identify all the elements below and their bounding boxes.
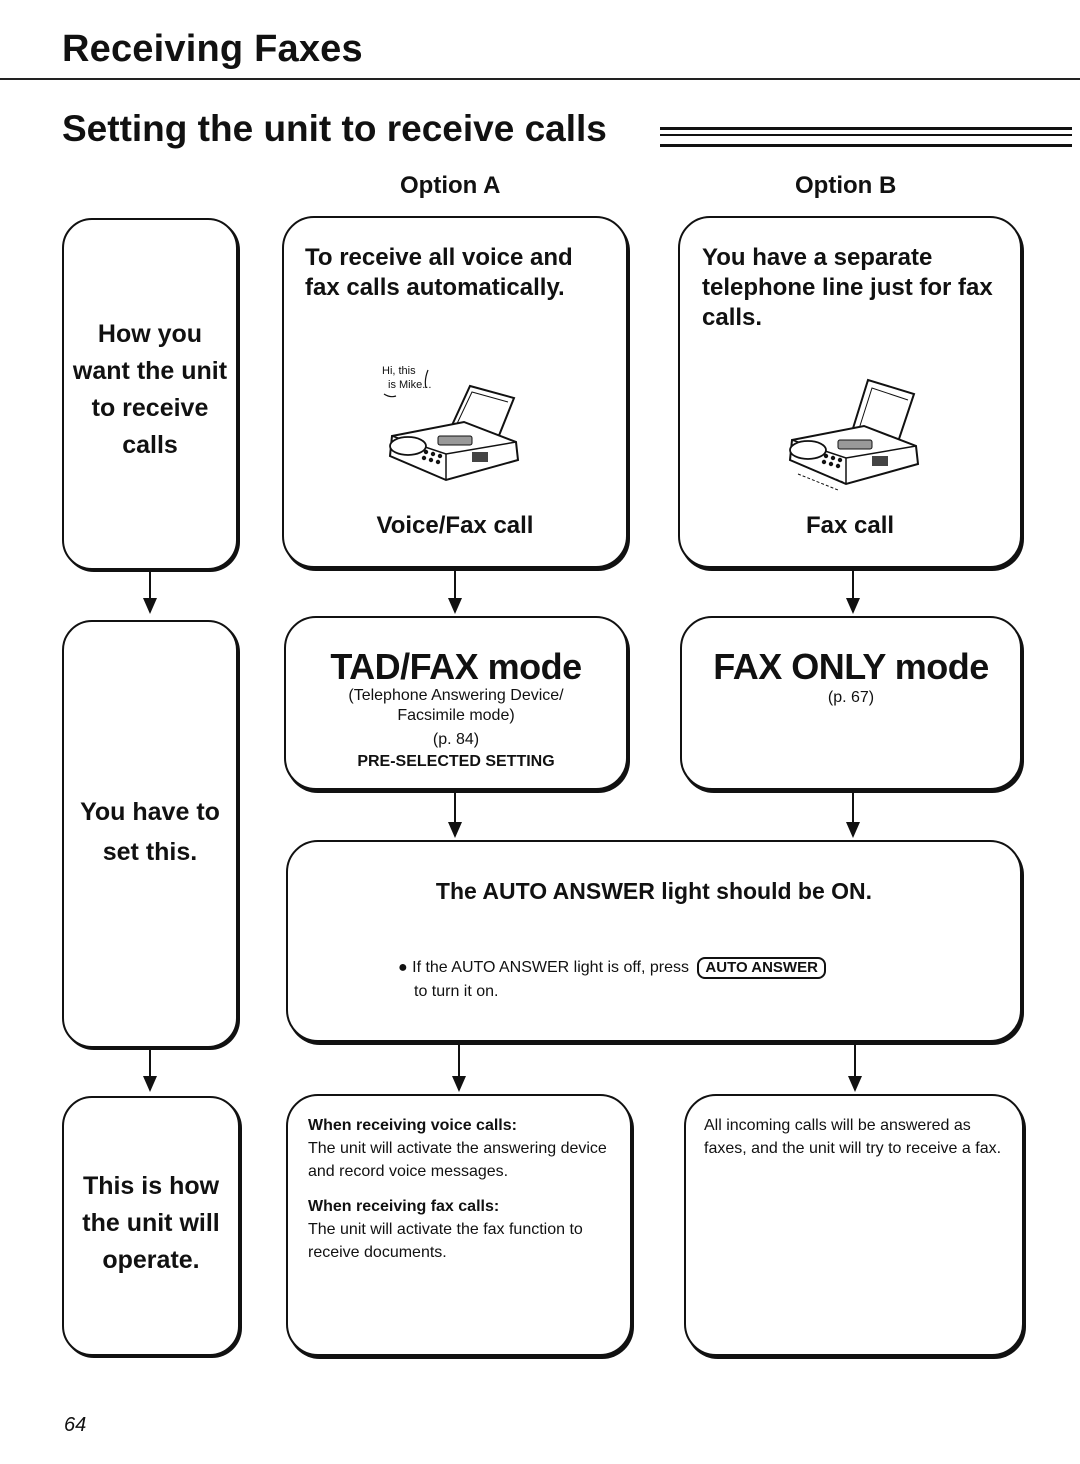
title-divider xyxy=(0,78,1080,80)
option-a-operation-text: When receiving voice calls: The unit wil… xyxy=(308,1114,620,1264)
fax-only-mode-page-ref: (p. 67) xyxy=(827,689,875,706)
auto-answer-note: ● If the AUTO ANSWER light is off, press… xyxy=(398,956,826,1004)
fax-calls-heading: When receiving fax calls: xyxy=(308,1198,500,1215)
down-arrow-icon xyxy=(846,792,860,838)
fax-machine-icon xyxy=(788,378,920,491)
label-line: set this. xyxy=(102,838,198,866)
how-you-want-box xyxy=(62,218,238,570)
fax-calls-text: The unit will activate the fax function … xyxy=(308,1221,583,1261)
option-b-description: You have a separate telephone line just … xyxy=(702,244,993,331)
auto-answer-box xyxy=(286,840,1022,1042)
down-arrow-icon xyxy=(448,792,462,838)
option-a-call-type: Voice/Fax call xyxy=(376,512,534,539)
tad-fax-mode-subtitle-2: Facsimile mode) xyxy=(397,707,515,724)
voice-calls-text: The unit will activate the answering dev… xyxy=(308,1140,607,1180)
auto-answer-note-prefix: If the AUTO ANSWER light is off, press xyxy=(412,959,689,976)
down-arrow-icon xyxy=(846,570,860,614)
label-line: How you xyxy=(97,320,203,348)
section-title: Setting the unit to receive calls xyxy=(62,108,607,149)
fax-only-mode-title: FAX ONLY mode xyxy=(713,646,989,687)
fax-only-mode-box xyxy=(680,616,1022,790)
tad-fax-mode-title: TAD/FAX mode xyxy=(330,646,582,687)
down-arrow-icon xyxy=(448,570,462,614)
label-line: This is how xyxy=(82,1172,220,1200)
tad-fax-mode-subtitle-1: (Telephone Answering Device/ xyxy=(348,687,564,704)
set-this-box xyxy=(62,620,238,1048)
preselected-setting-label: PRE-SELECTED SETTING xyxy=(357,753,555,770)
option-b-operation-text: All incoming calls will be answered as f… xyxy=(704,1117,1002,1157)
label-line: to receive xyxy=(91,394,209,422)
down-arrow-icon xyxy=(143,1050,157,1092)
label-line: You have to xyxy=(80,798,220,826)
option-a-label: Option A xyxy=(400,172,501,199)
set-this-label: You have to set this. xyxy=(62,792,238,872)
bullet-icon: ● xyxy=(398,959,408,976)
option-b-box xyxy=(678,216,1022,568)
option-b-label: Option B xyxy=(795,172,897,199)
label-line: the unit will xyxy=(82,1209,220,1237)
how-you-want-label: How you want the unit to receive calls xyxy=(62,316,238,464)
tad-fax-mode-page-ref: (p. 84) xyxy=(432,731,480,748)
auto-answer-key: AUTO ANSWER xyxy=(697,957,826,979)
label-line: operate. xyxy=(102,1246,200,1274)
how-operate-box xyxy=(62,1096,240,1356)
down-arrow-icon xyxy=(143,572,157,614)
option-a-description: To receive all voice and fax calls autom… xyxy=(305,244,573,301)
option-a-operation-box xyxy=(286,1094,632,1356)
label-line: calls xyxy=(122,431,178,459)
page-number: 64 xyxy=(64,1414,87,1436)
speech-line-2: is Mike... xyxy=(388,379,431,391)
how-operate-label: This is how the unit will operate. xyxy=(62,1168,240,1279)
speech-line-1: Hi, this xyxy=(382,365,416,377)
voice-calls-heading: When receiving voice calls: xyxy=(308,1117,517,1134)
label-line: want the unit xyxy=(72,357,228,385)
section-title-rule xyxy=(660,127,1072,147)
fax-machine-icon: Hi, this is Mike... xyxy=(382,365,520,482)
option-b-call-type: Fax call xyxy=(805,512,895,539)
page-title: Receiving Faxes xyxy=(62,28,363,70)
auto-answer-heading: The AUTO ANSWER light should be ON. xyxy=(435,878,873,904)
tad-fax-mode-box xyxy=(284,616,628,790)
down-arrow-icon xyxy=(848,1044,862,1092)
option-b-operation-box xyxy=(684,1094,1024,1356)
down-arrow-icon xyxy=(452,1044,466,1092)
auto-answer-note-suffix: to turn it on. xyxy=(414,983,499,1000)
option-a-box xyxy=(282,216,628,568)
